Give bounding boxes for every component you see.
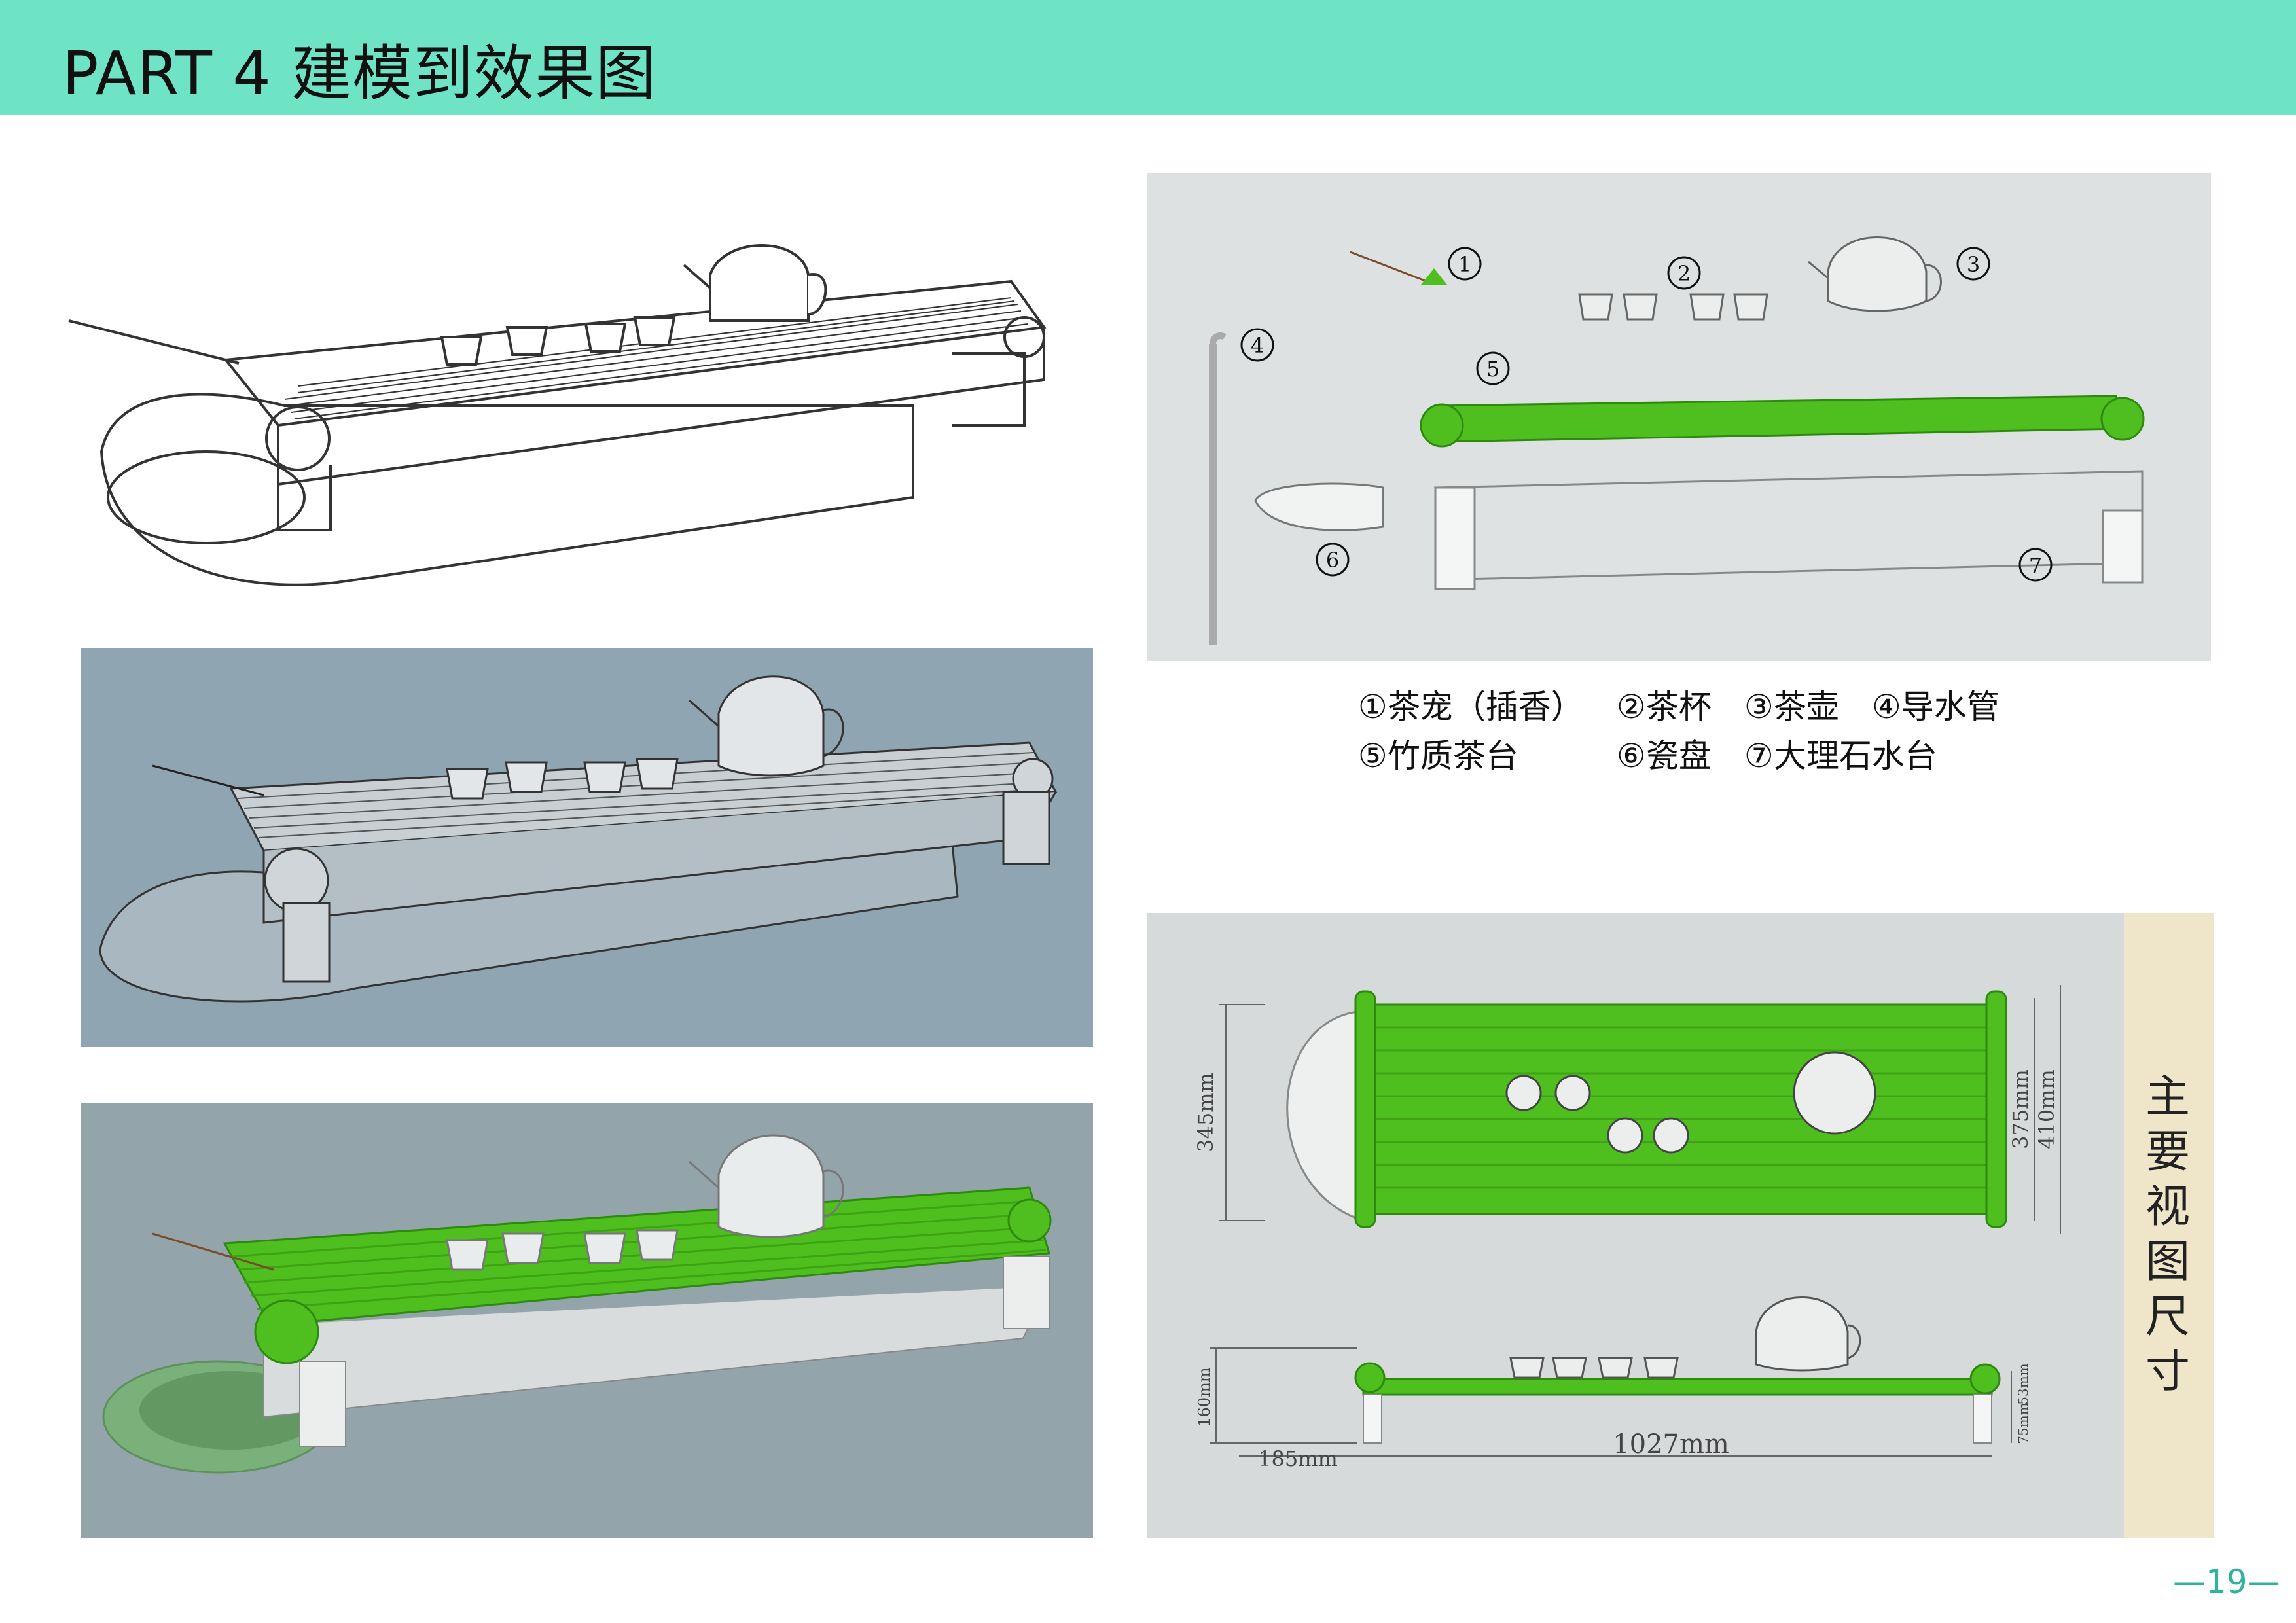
- sketch-image: [62, 190, 1109, 641]
- page-number: —19—: [2173, 1563, 2280, 1601]
- dim-width-left: 185mm: [1258, 1446, 1338, 1471]
- dim-right-inner: 375mm: [2008, 1069, 2033, 1149]
- exploded-view-image: 1 2 3 4 5 6 7: [1147, 173, 2211, 661]
- legend-item: ④导水管: [1872, 688, 2000, 726]
- color-render-image: [81, 1103, 1093, 1538]
- svg-text:1: 1: [1458, 252, 1471, 277]
- svg-text:7: 7: [2029, 553, 2042, 578]
- dim-width-main: 1027mm: [1613, 1429, 1729, 1459]
- svg-text:2: 2: [1677, 261, 1691, 286]
- svg-text:5: 5: [1486, 357, 1499, 382]
- legend-item: ①茶宠（插香）: [1358, 688, 1584, 726]
- dimensions-drawing-image: 345mm 375mm 410mm 160mm 1027mm 185mm 53m…: [1147, 913, 2214, 1538]
- svg-text:3: 3: [1967, 252, 1980, 277]
- legend-item: ②茶杯: [1617, 688, 1712, 726]
- legend-item: ③茶壶: [1744, 688, 1839, 726]
- legend-item: ⑥瓷盘: [1617, 737, 1712, 775]
- svg-text:4: 4: [1251, 333, 1264, 358]
- legend-item: ⑤竹质茶台: [1358, 737, 1518, 775]
- header-bar: PART 4 建模到效果图: [0, 0, 2296, 115]
- page-number-value: 19: [2206, 1563, 2248, 1601]
- dim-height: 160mm: [1195, 1367, 1213, 1427]
- legend-item: ⑦大理石水台: [1744, 737, 1937, 775]
- dim-right-top: 53mm: [2015, 1363, 2031, 1404]
- dim-right-bottom: 75mm: [2015, 1402, 2031, 1444]
- page-title: PART 4 建模到效果图: [62, 39, 656, 109]
- svg-text:6: 6: [1326, 548, 1339, 573]
- dim-left-height: 345mm: [1193, 1073, 1218, 1152]
- wireframe-render-image: [81, 648, 1093, 1047]
- side-label: 主要视图尺寸: [2145, 1071, 2191, 1398]
- dim-right-outer: 410mm: [2034, 1069, 2059, 1149]
